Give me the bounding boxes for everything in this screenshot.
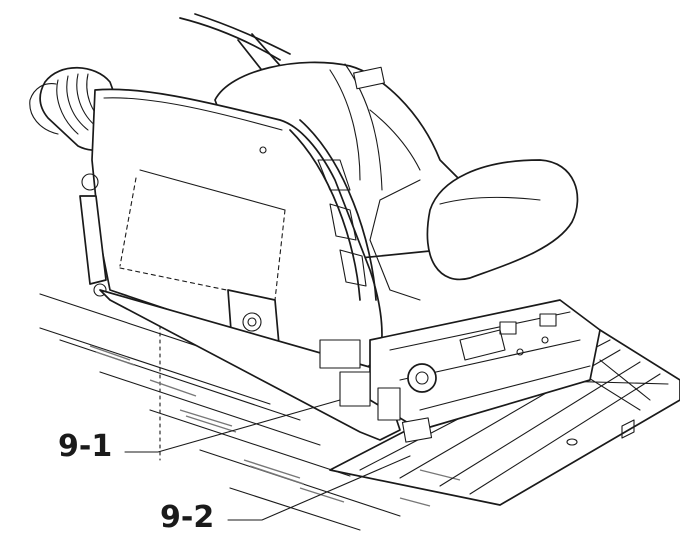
callout-9-2: 9-2 [160, 500, 215, 535]
callout-9-1: 9-1 [58, 429, 113, 464]
base-plate [99, 289, 601, 443]
leader-lines [124, 399, 411, 521]
front-handle [369, 159, 579, 301]
workpiece [39, 293, 461, 531]
leader-9-1 [124, 399, 341, 453]
leader-9-2 [227, 455, 411, 521]
left-strut [79, 173, 107, 297]
